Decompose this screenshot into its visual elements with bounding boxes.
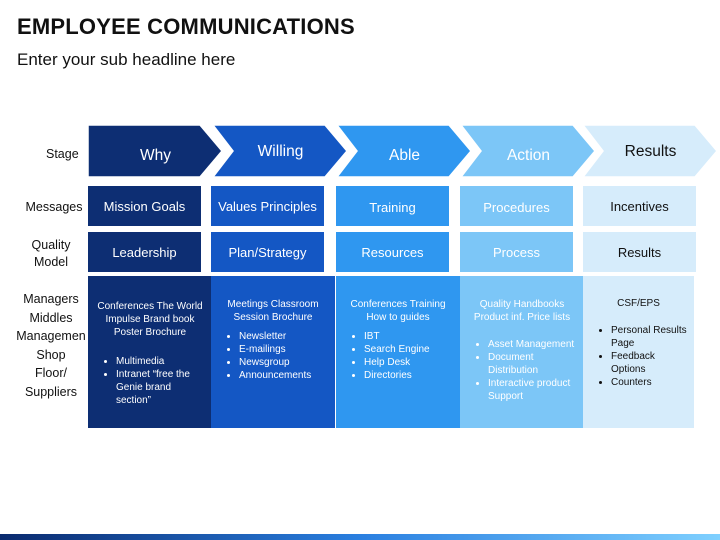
chevron-shape — [461, 125, 596, 178]
detail-box: Conferences Training How to guidesIBTSea… — [336, 276, 460, 428]
message-box: Incentives — [583, 186, 696, 226]
detail-heading: Conferences Training How to guides — [350, 299, 446, 323]
detail-list-item: Intranet “free the Genie brand section” — [116, 368, 206, 407]
detail-list-item: Newsgroup — [239, 356, 329, 369]
detail-list-item: Help Desk — [364, 356, 454, 369]
stage-arrow-0: Why — [88, 125, 228, 178]
detail-heading: Conferences The World Impulse Brand book… — [97, 301, 203, 338]
detail-list-item: Multimedia — [116, 355, 206, 368]
message-box: Mission Goals — [88, 186, 201, 226]
row-label-audience: Suppliers — [24, 384, 78, 399]
stage-arrow-label: Results — [624, 143, 677, 160]
row-label-quality: Quality Model — [31, 238, 71, 269]
detail-list-item: Newsletter — [239, 330, 329, 343]
row-label-audience: Managemen — [16, 329, 86, 343]
quality-box: Process — [460, 232, 573, 272]
row-label-messages: Messages — [25, 200, 83, 214]
row-label-stage: Stage — [46, 147, 79, 161]
detail-list-item: Announcements — [239, 369, 329, 382]
quality-box: Leadership — [88, 232, 201, 272]
stage-arrow-label: Why — [140, 147, 171, 164]
detail-list-item: Asset Management — [488, 338, 578, 351]
page-title: EMPLOYEE COMMUNICATIONS — [17, 14, 355, 39]
page-subtitle: Enter your sub headline here — [17, 50, 236, 69]
detail-list: IBTSearch EngineHelp DeskDirectories — [342, 330, 454, 382]
quality-box: Results — [583, 232, 696, 272]
detail-box: Quality Handbooks Product inf. Price lis… — [460, 276, 584, 428]
stage-arrow-4: Results — [583, 125, 720, 178]
row-label-audience: Floor/ — [35, 366, 67, 380]
stage-arrow-1: Willing — [213, 125, 353, 178]
detail-list: MultimediaIntranet “free the Genie brand… — [94, 355, 206, 407]
chevron-shape — [213, 125, 348, 178]
detail-box: Meetings Classroom Session BrochureNewsl… — [211, 276, 335, 428]
detail-heading: CSF/EPS — [617, 298, 660, 309]
detail-heading: Quality Handbooks Product inf. Price lis… — [473, 299, 571, 323]
detail-list-item: Counters — [611, 376, 688, 389]
row-label-audience: Middles — [29, 310, 73, 325]
row-label-audience: Shop — [36, 347, 66, 362]
message-box: Procedures — [460, 186, 573, 226]
stage-arrow-label: Action — [506, 147, 551, 164]
chevron-shape — [583, 125, 718, 178]
chevron-shape — [88, 125, 223, 178]
message-box: Training — [336, 186, 449, 226]
detail-box: Conferences The World Impulse Brand book… — [88, 276, 212, 428]
detail-list-item: Interactive product Support — [488, 377, 578, 403]
stage-arrow-label: Able — [388, 147, 421, 164]
detail-list: NewsletterE-mailingsNewsgroupAnnouncemen… — [217, 330, 329, 382]
bottom-accent-bar — [0, 534, 720, 540]
quality-box: Plan/Strategy — [211, 232, 324, 272]
detail-list-item: Personal Results Page — [611, 324, 688, 350]
detail-list: Asset ManagementDocument DistributionInt… — [466, 338, 578, 403]
stage-arrow-label: Willing — [257, 143, 304, 160]
detail-list-item: E-mailings — [239, 343, 329, 356]
detail-list-item: Feedback Options — [611, 350, 688, 376]
detail-heading: Meetings Classroom Session Brochure — [227, 299, 319, 323]
stage-arrow-2: Able — [337, 125, 477, 178]
row-label-audience: Managers — [23, 292, 79, 306]
stage-arrow-3: Action — [461, 125, 601, 178]
detail-list-item: Search Engine — [364, 343, 454, 356]
detail-list-item: Directories — [364, 369, 454, 382]
detail-list: Personal Results PageFeedback OptionsCou… — [589, 324, 688, 389]
quality-box: Resources — [336, 232, 449, 272]
message-box: Values Principles — [211, 186, 324, 226]
detail-box: CSF/EPS Personal Results PageFeedback Opt… — [583, 276, 694, 428]
detail-list-item: Document Distribution — [488, 351, 578, 377]
chevron-shape — [337, 125, 472, 178]
detail-list-item: IBT — [364, 330, 454, 343]
